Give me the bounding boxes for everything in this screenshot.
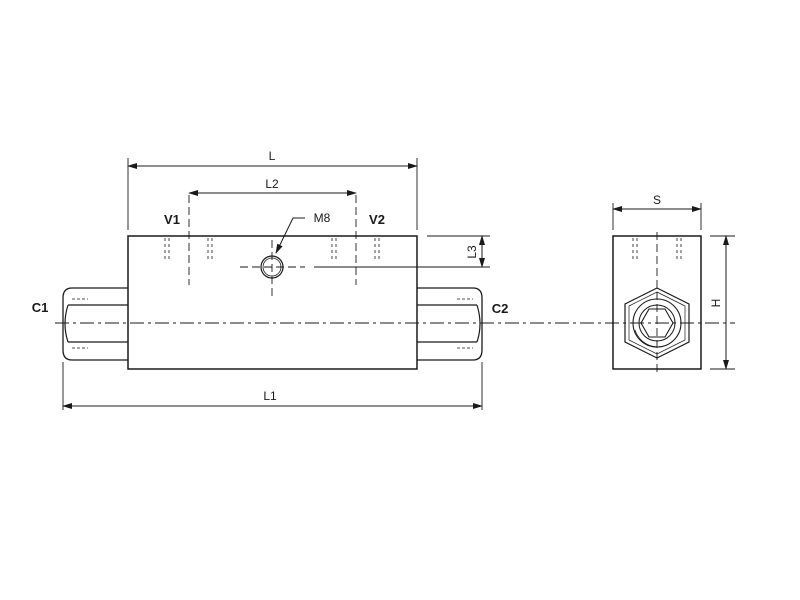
hidden-holes [164, 238, 380, 262]
side-view [55, 158, 735, 410]
label-C2: C2 [492, 301, 509, 316]
dimension-L3 [314, 235, 490, 268]
valve-body [127, 235, 418, 370]
label-M8: M8 [314, 211, 331, 225]
label-V2: V2 [369, 212, 385, 227]
right-fitting [417, 287, 483, 361]
dimension-L [127, 158, 418, 230]
label-L2: L2 [265, 177, 279, 191]
label-V1: V1 [164, 212, 180, 227]
dimension-S [612, 203, 702, 230]
dimension-L1 [62, 362, 483, 410]
label-L: L [269, 149, 276, 163]
dimension-H [710, 235, 735, 370]
left-fitting [62, 287, 128, 361]
hex-fitting [624, 287, 690, 359]
label-H: H [709, 299, 723, 308]
label-L3: L3 [465, 245, 479, 259]
label-S: S [653, 193, 661, 207]
end-view [612, 203, 735, 375]
label-L1: L1 [263, 389, 277, 403]
label-C1: C1 [32, 300, 49, 315]
end-view-body [612, 235, 702, 370]
m8-mounting-hole [240, 240, 305, 298]
